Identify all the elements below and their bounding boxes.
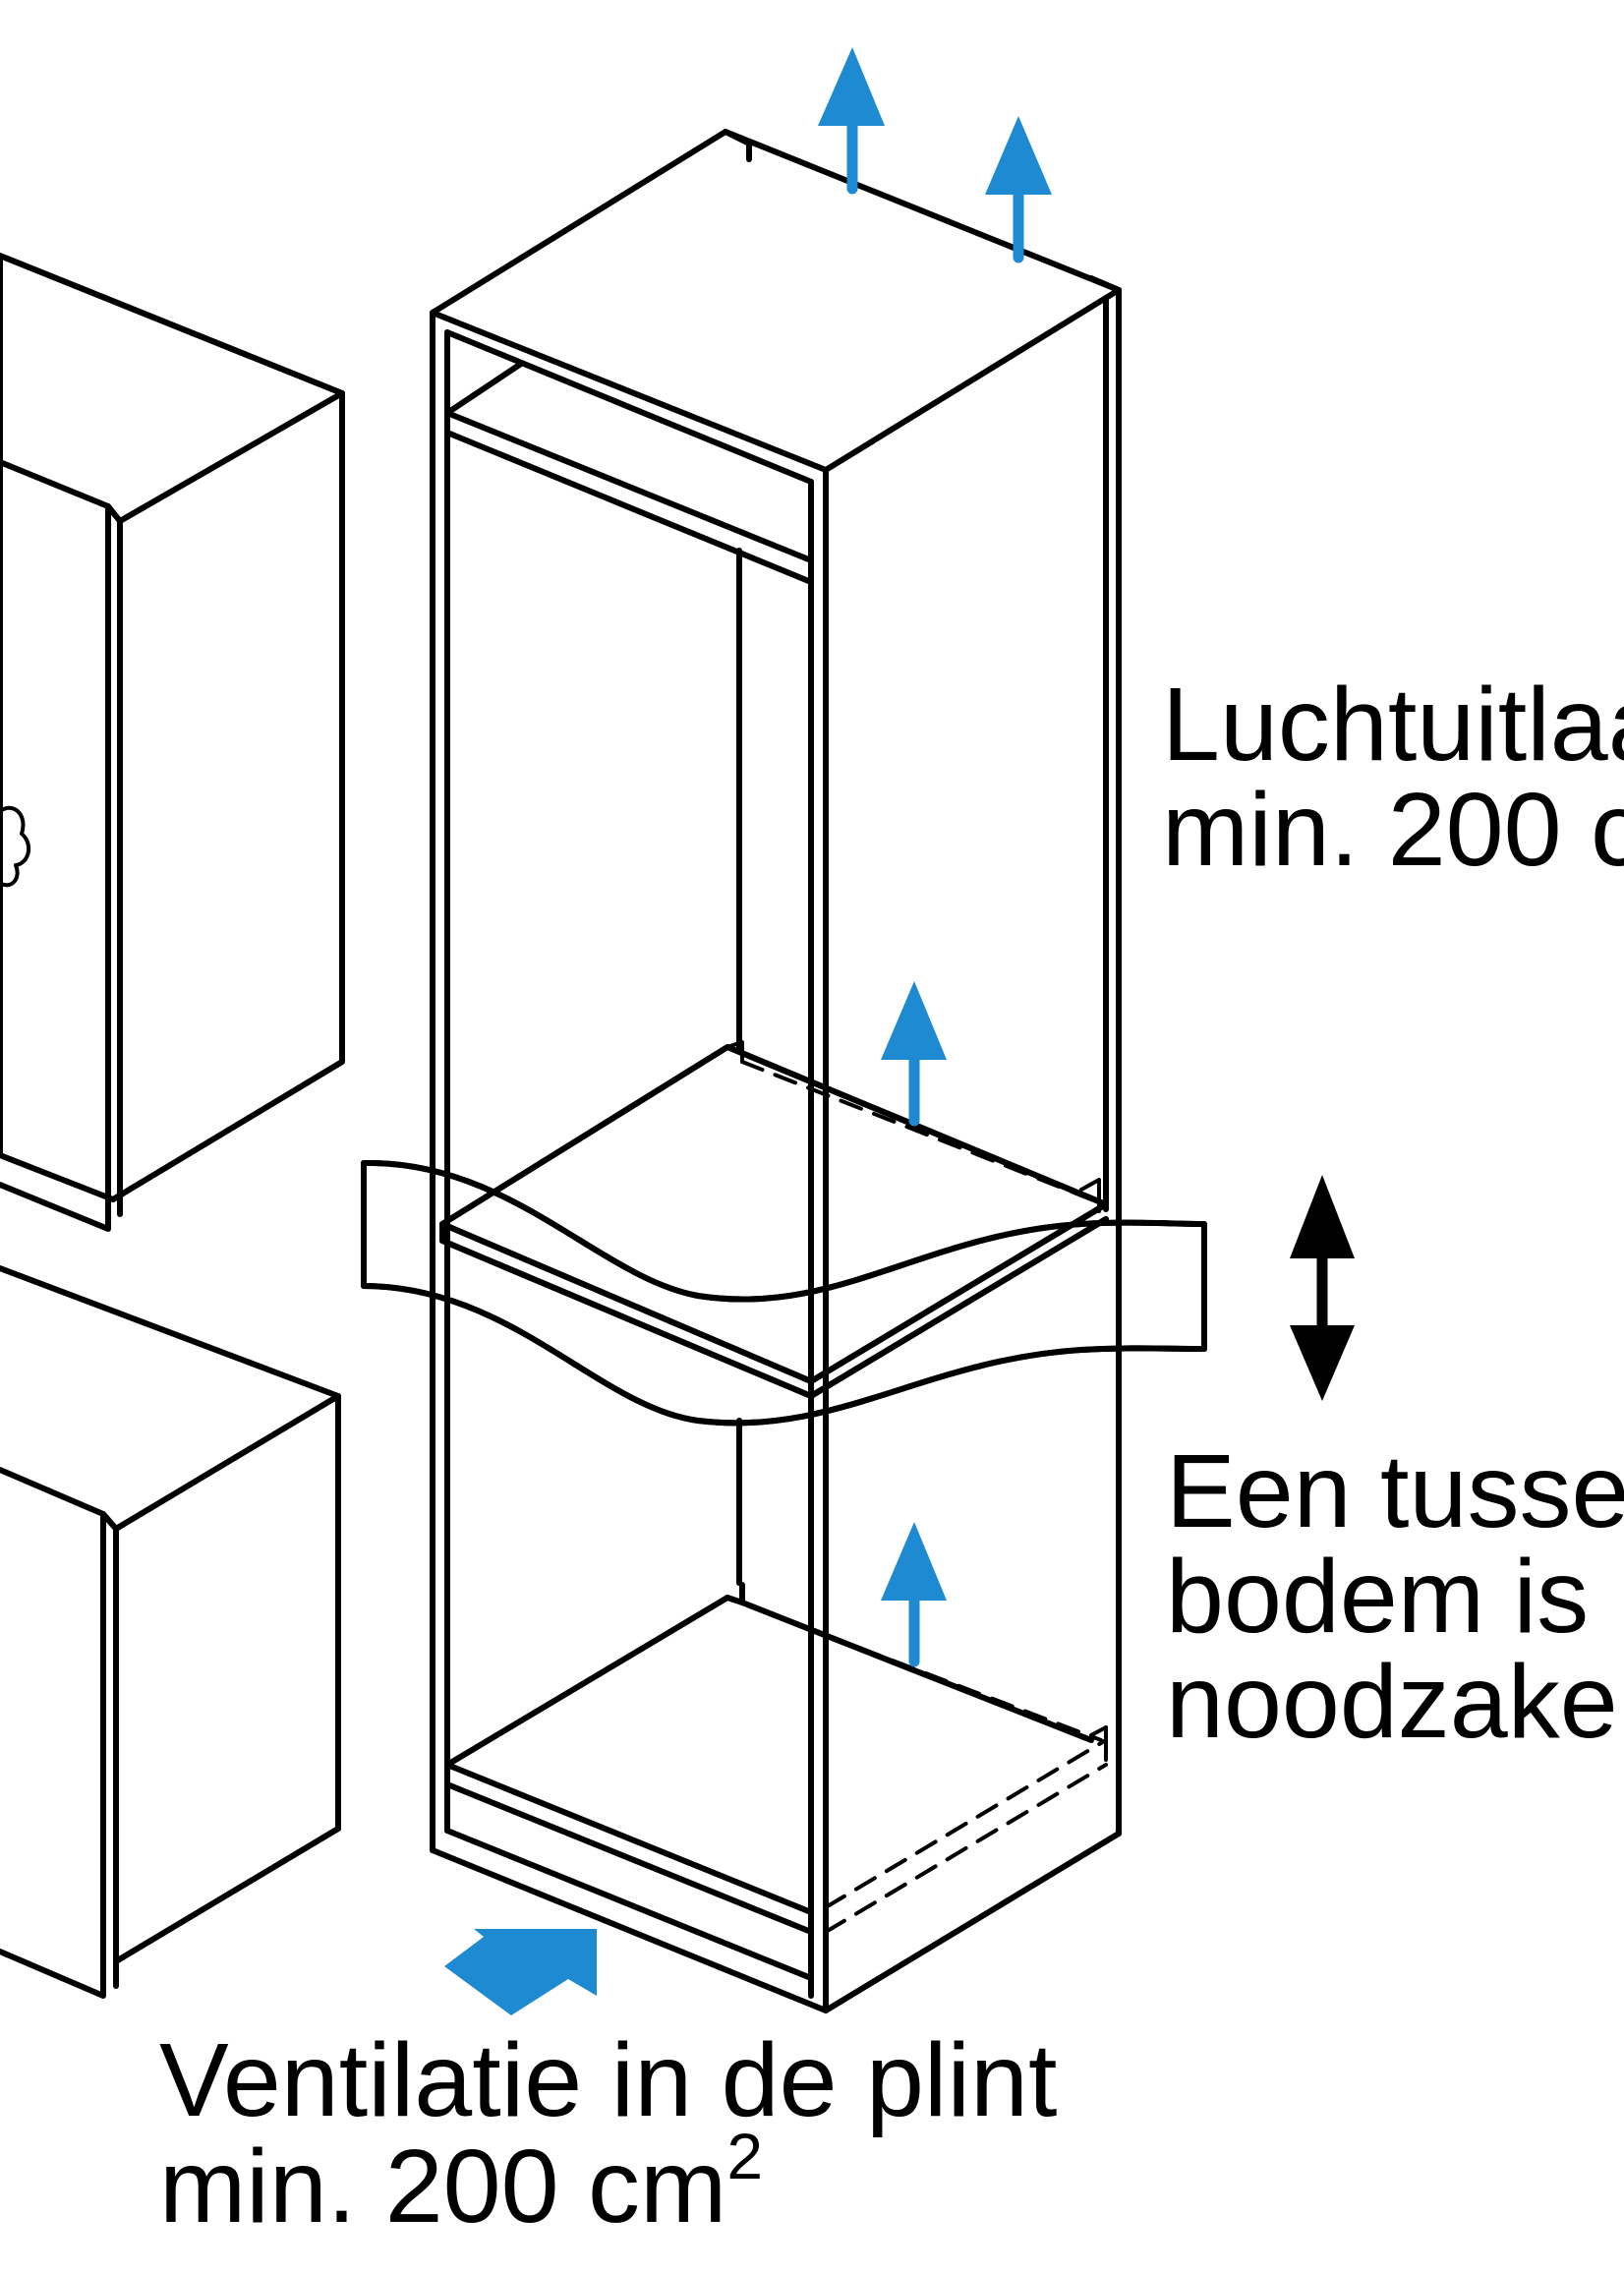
installation-niche — [430, 129, 1122, 2013]
intermediate-shelf-label: Een tussen- bodem is noodzakelijk — [1166, 1433, 1624, 1760]
air-outlet-line2: min. 200 cm — [1162, 772, 1624, 888]
arrow-up-icon — [881, 981, 947, 1127]
door-handle-icon — [0, 805, 31, 888]
arrow-up-icon — [818, 47, 885, 195]
plinth-ventilation-line1: Ventilatie in de plint — [159, 2022, 1057, 2138]
plinth-ventilation-line2: min. 200 cm2 — [159, 2120, 763, 2245]
appliance-lower-unit — [0, 1265, 341, 1999]
intermediate-shelf-line1: Een tussen- — [1166, 1433, 1624, 1549]
plinth-ventilation-label: Ventilatie in de plint min. 200 cm2 — [159, 2022, 1057, 2245]
shelf-front-edge — [439, 1044, 1109, 1586]
double-arrow-vertical-icon — [1290, 1175, 1355, 1401]
air-outlet-line1: Luchtuitlaat — [1162, 667, 1624, 783]
plinth-ventilation-value: min. 200 cm — [159, 2128, 726, 2245]
intermediate-shelf-line3: noodzakelijk — [1166, 1644, 1624, 1760]
arrow-diagonal-icon — [444, 1929, 597, 2015]
airflow-arrows — [444, 47, 1052, 2015]
break-lines — [361, 1159, 1207, 1427]
arrow-up-icon — [985, 116, 1052, 263]
intermediate-shelf-line2: bodem is — [1166, 1539, 1589, 1655]
appliance-upper-unit — [0, 253, 345, 1232]
arrow-up-icon — [881, 1522, 947, 1667]
plinth-ventilation-superscript: 2 — [726, 2120, 763, 2192]
air-outlet-label: Luchtuitlaat min. 200 cm — [1162, 667, 1624, 888]
